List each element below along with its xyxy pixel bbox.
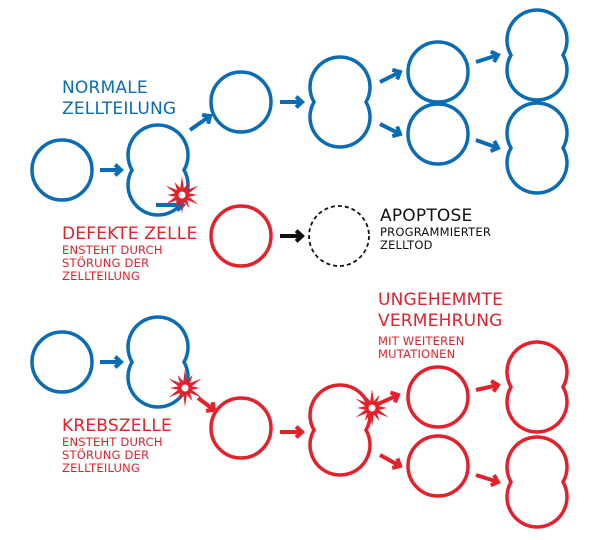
normal-title-line1: NORMALE	[62, 78, 148, 98]
cell	[209, 70, 273, 134]
arrow-icon	[475, 138, 501, 153]
cell	[209, 396, 273, 460]
burst-center	[178, 191, 186, 199]
dividing-cell	[505, 8, 569, 102]
cancer-title: KREBSZELLE	[62, 416, 172, 436]
arrow-icon	[475, 49, 501, 64]
apoptosis-title: APOPTOSE	[380, 206, 473, 226]
cancer-sub-1: ENSTEHT DURCH	[62, 435, 163, 449]
dividing-cell	[505, 101, 569, 195]
dividing-cell	[308, 383, 372, 477]
arrow-icon	[100, 163, 124, 177]
arrow-icon	[379, 122, 403, 139]
arrow-icon	[379, 67, 403, 84]
defect-sub-1: ENSTEHT DURCH	[62, 243, 163, 257]
cancer-sub-2: STÖRUNG DER	[62, 448, 150, 462]
cell	[209, 204, 273, 268]
cell	[30, 138, 94, 202]
growth-title-line1: UNGEHEMMTE	[378, 290, 504, 310]
cell	[30, 330, 94, 394]
apoptotic-cell	[308, 205, 370, 267]
burst-center	[181, 384, 189, 392]
growth-sub-1: MIT WEITEREN	[378, 334, 465, 348]
cell	[406, 365, 470, 429]
cancer-sub-3: ZELLTEILUNG	[62, 461, 141, 475]
cell	[406, 40, 470, 104]
defect-title: DEFEKTE ZELLE	[62, 224, 198, 244]
dividing-cell	[126, 315, 190, 409]
dividing-cell	[505, 340, 569, 434]
growth-sub-2: MUTATIONEN	[378, 347, 456, 361]
growth-title-line2: VERMEHRUNG	[378, 311, 503, 331]
arrow-icon	[196, 396, 217, 413]
defect-sub-3: ZELLTEILUNG	[62, 269, 141, 283]
arrow-icon	[188, 112, 213, 132]
arrow-icon	[379, 453, 403, 470]
dividing-cell	[505, 435, 569, 529]
arrow-icon	[377, 390, 401, 406]
arrow-icon	[280, 95, 305, 109]
arrow-icon	[280, 425, 305, 439]
defect-sub-2: STÖRUNG DER	[62, 256, 150, 270]
arrow-icon	[475, 379, 501, 393]
dividing-cell	[308, 55, 372, 149]
normal-title-line2: ZELLTEILUNG	[62, 99, 177, 119]
burst-center	[368, 404, 376, 412]
apoptosis-sub-1: PROGRAMMIERTER	[380, 225, 492, 239]
arrow-icon	[280, 229, 305, 243]
dividing-cell	[126, 123, 190, 217]
arrow-icon	[100, 355, 124, 369]
apoptosis-sub-2: ZELLTOD	[380, 238, 433, 252]
cell	[406, 434, 470, 498]
cell	[406, 102, 470, 166]
arrow-icon	[475, 473, 501, 488]
